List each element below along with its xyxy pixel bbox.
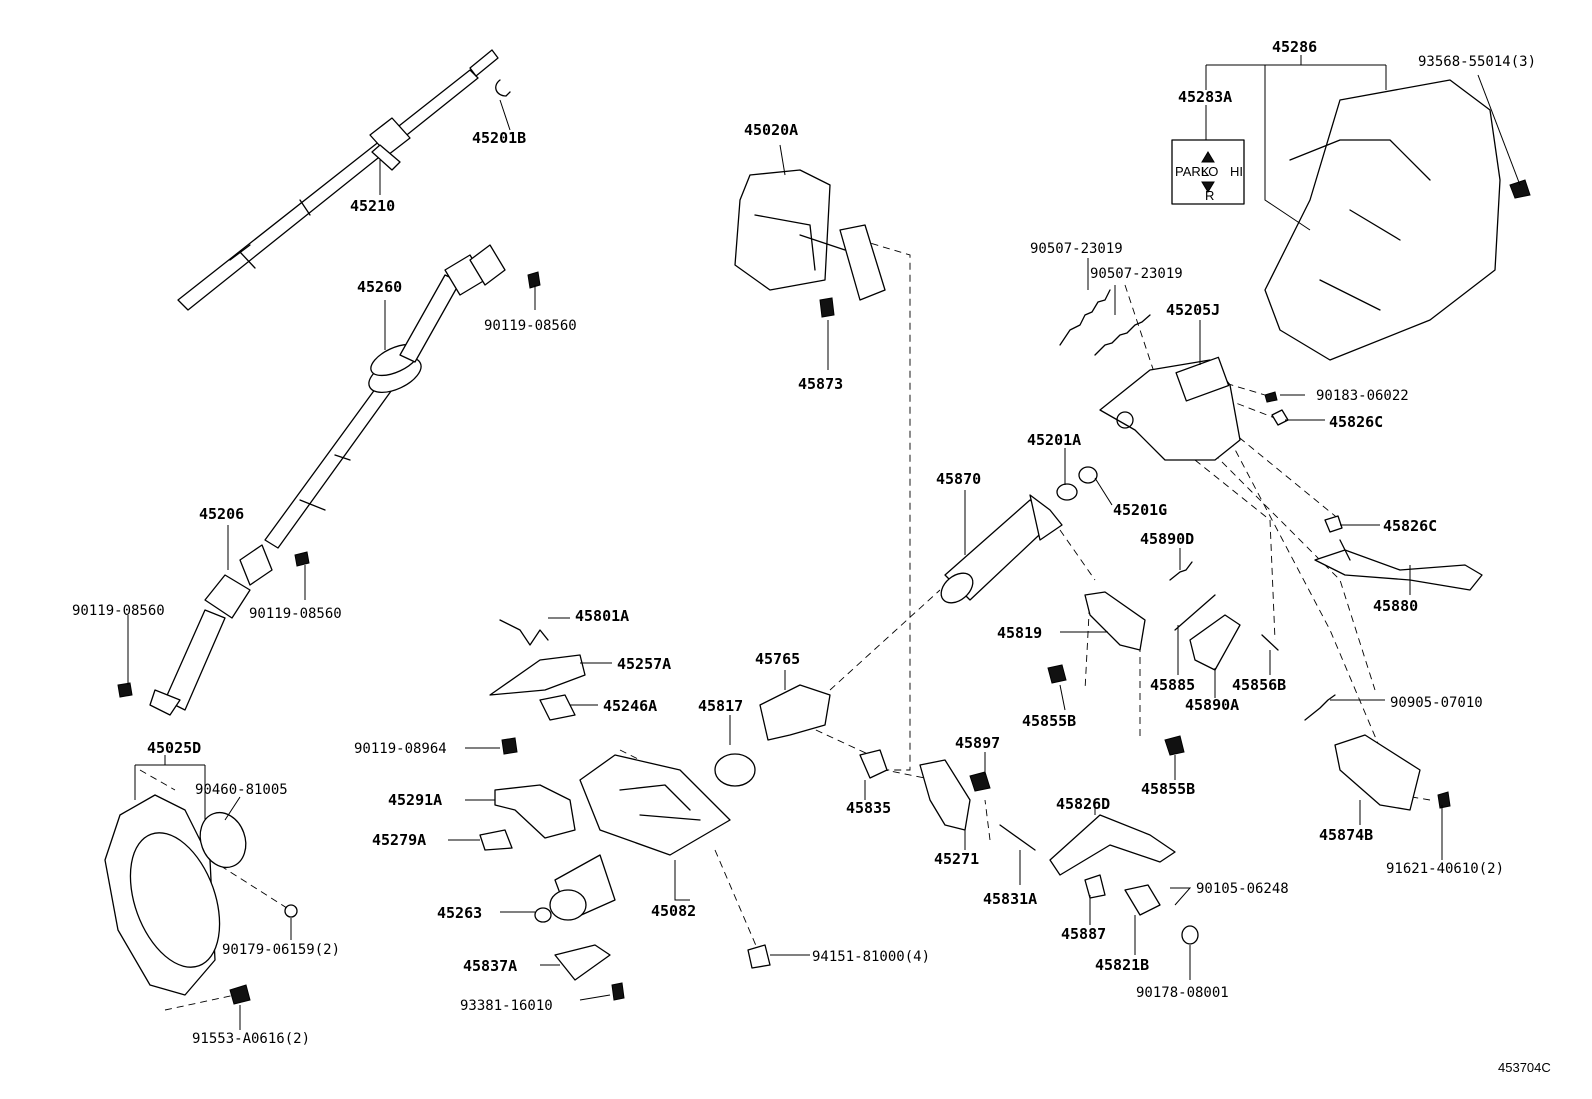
- label-90905-07010: 90905-07010: [1390, 695, 1483, 711]
- label-45082: 45082: [651, 902, 696, 920]
- label-90119-08560-c: 90119-08560: [72, 603, 165, 619]
- small-brackets: [489, 619, 586, 721]
- plates-45291a: [479, 784, 576, 851]
- label-45206: 45206: [199, 505, 244, 523]
- label-90105-06248: 90105-06248: [1196, 881, 1289, 897]
- label-45855b-b: 45855B: [1141, 780, 1195, 798]
- label-45885: 45885: [1150, 676, 1195, 694]
- plate-left: PARK: [1175, 164, 1210, 179]
- steering-main-shaft: [177, 49, 499, 311]
- label-45801a: 45801A: [575, 607, 629, 625]
- label-90183-06022: 90183-06022: [1316, 388, 1409, 404]
- label-45821b: 45821B: [1095, 956, 1149, 974]
- label-90460-81005: 90460-81005: [195, 782, 288, 798]
- label-45260: 45260: [357, 278, 402, 296]
- label-45291a: 45291A: [388, 791, 442, 809]
- label-45257a: 45257A: [617, 655, 671, 673]
- label-45880: 45880: [1373, 597, 1418, 615]
- label-45855b-a: 45855B: [1022, 712, 1076, 730]
- label-90178-08001: 90178-08001: [1136, 985, 1229, 1001]
- label-45765: 45765: [755, 650, 800, 668]
- lever-45819: [1084, 591, 1146, 651]
- label-45873: 45873: [798, 375, 843, 393]
- label-45887: 45887: [1061, 925, 1106, 943]
- label-93381-16010: 93381-16010: [460, 998, 553, 1014]
- upper-bracket-45020a: [734, 169, 886, 301]
- collars: [1056, 391, 1343, 533]
- steering-lock-45205j: [1099, 356, 1241, 461]
- column-tube-45870: [940, 494, 1063, 604]
- label-90119-08964: 90119-08964: [354, 741, 447, 757]
- springs: [1059, 289, 1336, 721]
- column-bracket-45082: [549, 754, 731, 921]
- label-90119-08560-a: 90119-08560: [484, 318, 577, 334]
- plate-bottom: R: [1205, 188, 1214, 203]
- label-45279a: 45279A: [372, 831, 426, 849]
- label-90179-06159: 90179-06159(2): [222, 942, 340, 958]
- label-45210: 45210: [350, 197, 395, 215]
- lever-45826d: [1049, 814, 1199, 945]
- label-45826d: 45826D: [1056, 795, 1110, 813]
- plate-right: HI: [1230, 164, 1243, 179]
- figure-id: 453704C: [1498, 1060, 1551, 1075]
- label-45890d: 45890D: [1140, 530, 1194, 548]
- part-labels: 45286 45283A 93568-55014(3) 45201B 45210…: [72, 38, 1551, 1075]
- small-hardware: [534, 907, 771, 981]
- label-90119-08560-b: 90119-08560: [249, 606, 342, 622]
- label-90507-23019-a: 90507-23019: [1030, 241, 1123, 257]
- label-45837a: 45837A: [463, 957, 517, 975]
- label-93568-55014: 93568-55014(3): [1418, 54, 1536, 70]
- plate-center: LO: [1201, 164, 1218, 179]
- bolts: [117, 179, 1531, 1005]
- label-91553-a0616: 91553-A0616(2): [192, 1031, 310, 1047]
- lower-joint-shaft: [149, 544, 273, 716]
- label-45286: 45286: [1272, 38, 1317, 56]
- column-boot-45025d: [104, 794, 298, 996]
- label-45817: 45817: [698, 697, 743, 715]
- label-45856b: 45856B: [1232, 676, 1286, 694]
- label-91621-40610: 91621-40610(2): [1386, 861, 1504, 877]
- label-45246a: 45246A: [603, 697, 657, 715]
- label-45020a: 45020A: [744, 121, 798, 139]
- bracket-45874b: [1334, 734, 1421, 811]
- label-45831a: 45831A: [983, 890, 1037, 908]
- label-45025d: 45025D: [147, 739, 201, 757]
- label-45835: 45835: [846, 799, 891, 817]
- label-45201a: 45201A: [1027, 431, 1081, 449]
- label-45283a: 45283A: [1178, 88, 1232, 106]
- leader-lines: [127, 55, 1521, 1030]
- label-45819: 45819: [997, 624, 1042, 642]
- clip-45201b: [495, 79, 511, 97]
- label-45874b: 45874B: [1319, 826, 1373, 844]
- label-45826c-b: 45826C: [1383, 517, 1437, 535]
- label-45201b: 45201B: [472, 129, 526, 147]
- label-45201g: 45201G: [1113, 501, 1167, 519]
- label-45271: 45271: [934, 850, 979, 868]
- tilt-lever-45880: [1314, 539, 1483, 591]
- intermediate-shaft: [264, 244, 506, 549]
- label-45890a: 45890A: [1185, 696, 1239, 714]
- tilt-parts: [1174, 594, 1279, 671]
- label-45205j: 45205J: [1166, 301, 1220, 319]
- label-90507-23019-b: 90507-23019: [1090, 266, 1183, 282]
- collar-45765: [714, 684, 831, 787]
- label-45870: 45870: [936, 470, 981, 488]
- label-94151-81000: 94151-81000(4): [812, 949, 930, 965]
- assembly-dashed-lines: [139, 239, 1431, 1011]
- shift-indicator-plate: PARK LO HI R: [1171, 139, 1245, 205]
- label-45826c-a: 45826C: [1329, 413, 1383, 431]
- column-cover-45286: [1264, 79, 1501, 361]
- label-45897: 45897: [955, 734, 1000, 752]
- label-45263: 45263: [437, 904, 482, 922]
- bushing-45835: [859, 749, 888, 779]
